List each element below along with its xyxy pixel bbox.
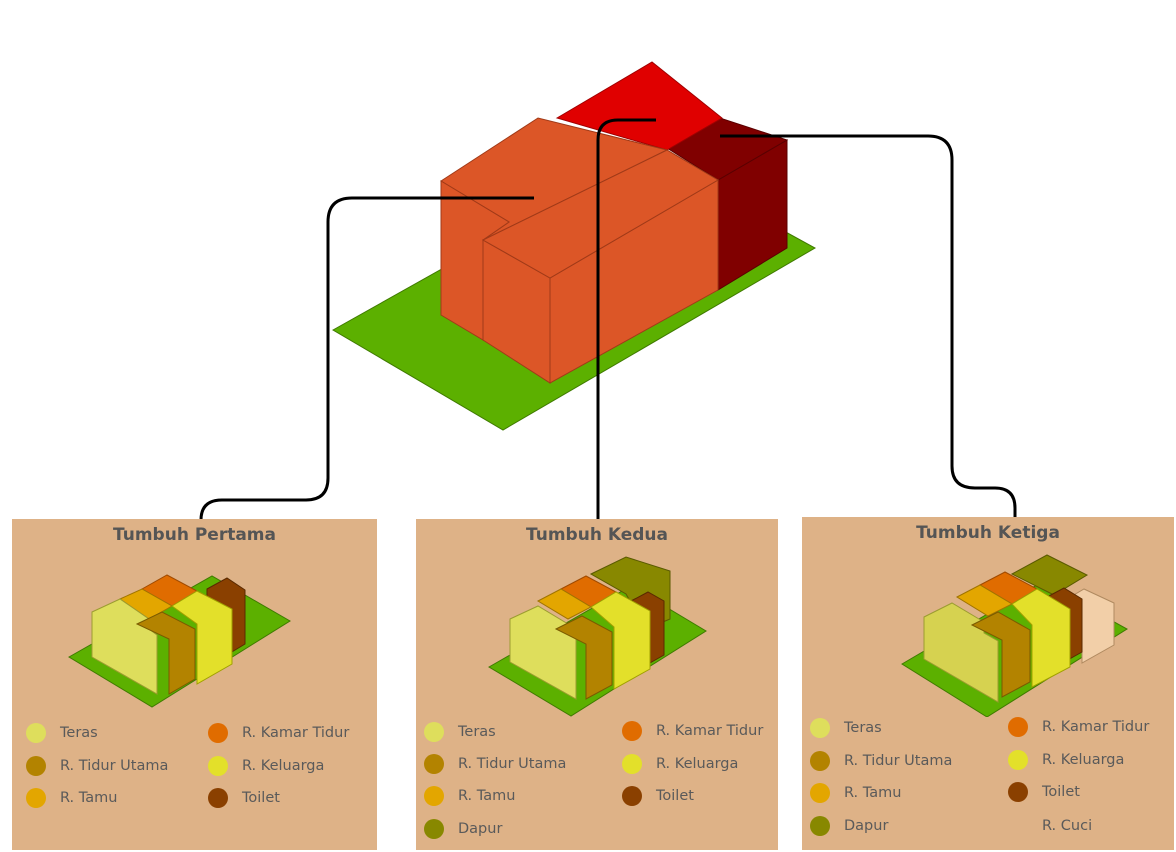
legend-item: R. Kamar Tidur: [622, 719, 763, 743]
legend-swatch: [1008, 717, 1028, 737]
panel-tumbuh-ketiga: Tumbuh Ketiga Teras R. Tidur Utama R. Ta…: [802, 517, 1174, 850]
legend-swatch: [1008, 816, 1028, 836]
legend-swatch: [424, 754, 444, 774]
legend-label: R. Keluarga: [656, 756, 739, 772]
legend-label: R. Tidur Utama: [458, 756, 567, 772]
legend-label: R. Keluarga: [1042, 752, 1125, 768]
legend-swatch: [208, 756, 228, 776]
house-main-upper-face: [481, 149, 719, 279]
room-keluarga: [171, 590, 233, 685]
legend-item: R. Tamu: [810, 781, 901, 805]
house-red-top-face: [555, 61, 723, 151]
panel-tumbuh-kedua: Tumbuh Kedua Teras R. Tidur Utama R. Tam…: [416, 519, 778, 850]
legend-label: R. Tidur Utama: [60, 758, 169, 774]
legend-item: R. Tidur Utama: [810, 749, 952, 773]
legend-swatch: [810, 816, 830, 836]
legend-swatch: [810, 718, 830, 738]
house-model-ketiga: [901, 554, 1128, 717]
legend-label: R. Cuci: [1042, 818, 1093, 834]
legend-label: R. Tidur Utama: [844, 753, 953, 769]
room-tidur-utama: [970, 611, 1031, 698]
legend-item: R. Cuci: [1008, 814, 1092, 838]
house-model-kedua: [488, 556, 707, 717]
panel-title: Tumbuh Ketiga: [916, 523, 1060, 543]
legend-swatch: [424, 819, 444, 839]
legend-swatch: [424, 722, 444, 742]
legend-swatch: [26, 723, 46, 743]
room-keluarga: [1011, 588, 1071, 688]
legend-label: Teras: [844, 720, 882, 736]
legend-swatch: [810, 751, 830, 771]
connector-line-ketiga: [720, 134, 1017, 521]
legend-label: Dapur: [458, 821, 503, 837]
legend-swatch: [26, 756, 46, 776]
legend-swatch: [622, 721, 642, 741]
legend-item: R. Keluarga: [1008, 748, 1124, 772]
legend-item: R. Keluarga: [208, 754, 324, 778]
legend-swatch: [622, 754, 642, 774]
legend-label: Teras: [60, 725, 98, 741]
legend-label: R. Tamu: [844, 785, 902, 801]
legend-item: Toilet: [622, 784, 694, 808]
legend-item: R. Kamar Tidur: [208, 721, 349, 745]
connector-line-kedua: [596, 118, 656, 521]
legend-swatch: [1008, 750, 1028, 770]
legend-item: Toilet: [1008, 780, 1080, 804]
legend-label: Teras: [458, 724, 496, 740]
house-model-pertama: [68, 574, 291, 708]
legend-label: R. Kamar Tidur: [1042, 719, 1150, 735]
room-tidur-utama: [554, 615, 613, 700]
connector-line-pertama: [199, 196, 534, 521]
legend-item: R. Tamu: [26, 786, 117, 810]
legend-label: R. Kamar Tidur: [242, 725, 350, 741]
room-tidur-utama: [135, 611, 196, 695]
legend-label: R. Tamu: [60, 790, 118, 806]
legend-swatch: [810, 783, 830, 803]
legend-item: R. Tamu: [424, 784, 515, 808]
room-dapur: [1010, 554, 1089, 596]
legend-swatch: [208, 788, 228, 808]
legend-item: R. Kamar Tidur: [1008, 715, 1149, 739]
legend-item: R. Tidur Utama: [424, 752, 566, 776]
legend-item: R. Tidur Utama: [26, 754, 168, 778]
legend-item: Dapur: [424, 817, 502, 841]
room-keluarga: [590, 591, 651, 690]
legend-item: Toilet: [208, 786, 280, 810]
panel-tumbuh-pertama: Tumbuh Pertama Teras R. Tidur Utama R. T…: [12, 519, 377, 850]
legend-label: R. Tamu: [458, 788, 516, 804]
legend-item: Teras: [424, 720, 496, 744]
legend-label: Toilet: [1042, 784, 1080, 800]
panel-title: Tumbuh Pertama: [113, 525, 276, 545]
legend-item: Teras: [26, 721, 98, 745]
legend-label: Toilet: [242, 790, 280, 806]
legend-label: Toilet: [656, 788, 694, 804]
legend-item: R. Keluarga: [622, 752, 738, 776]
legend-item: Dapur: [810, 814, 888, 838]
legend-swatch: [1008, 782, 1028, 802]
legend-item: Teras: [810, 716, 882, 740]
legend-label: R. Kamar Tidur: [656, 723, 764, 739]
legend-swatch: [622, 786, 642, 806]
legend-swatch: [208, 723, 228, 743]
legend-label: Dapur: [844, 818, 889, 834]
legend-swatch: [26, 788, 46, 808]
panel-title: Tumbuh Kedua: [526, 525, 668, 545]
legend-label: R. Keluarga: [242, 758, 325, 774]
legend-swatch: [424, 786, 444, 806]
